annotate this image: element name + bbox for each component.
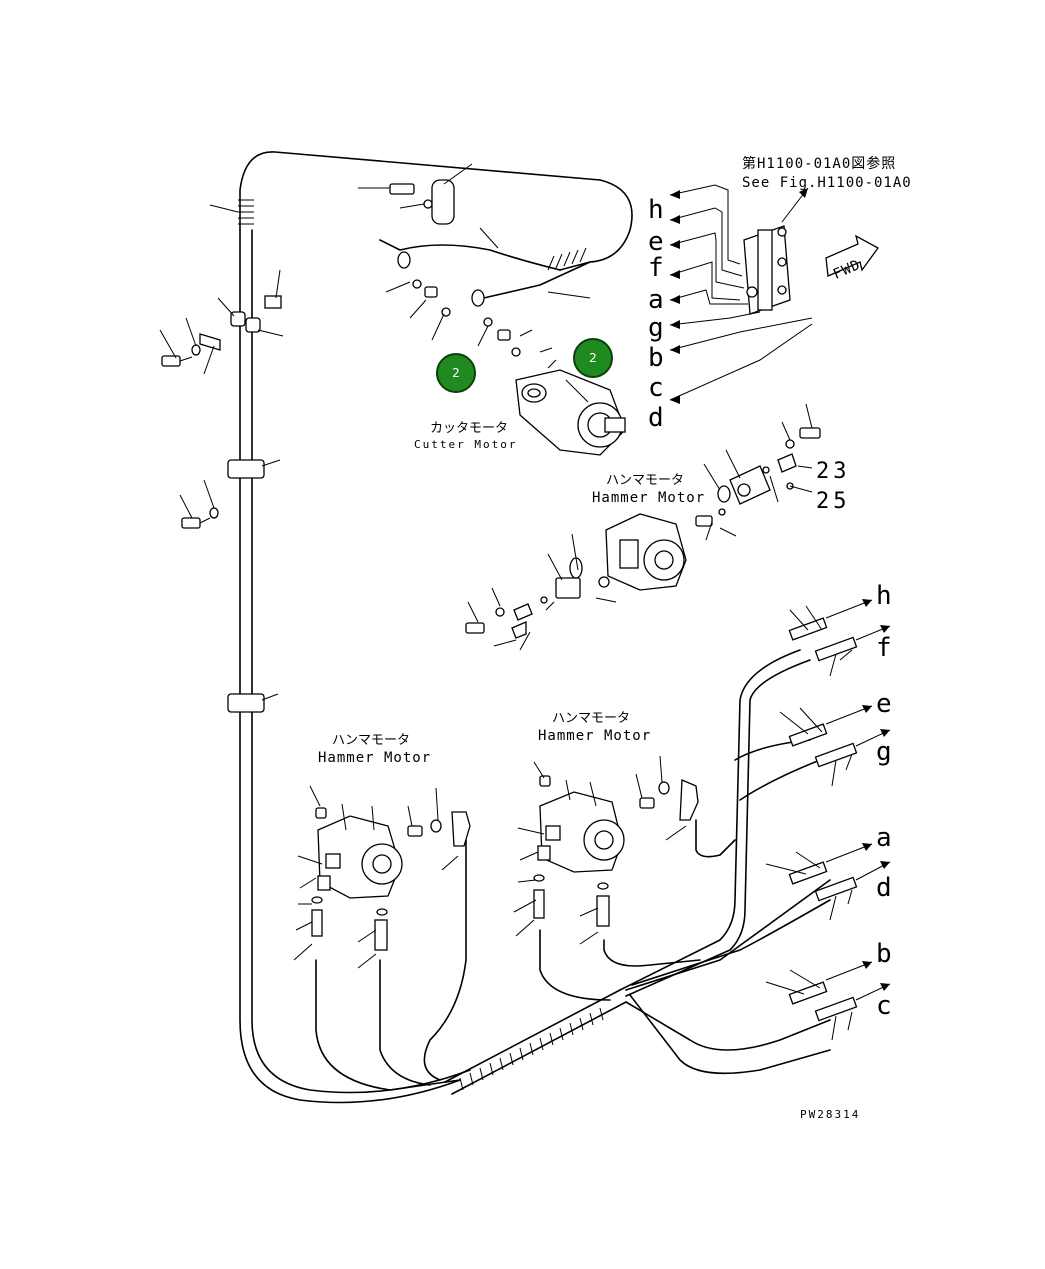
port-letter: f [648,253,664,283]
port-letter: g [876,737,892,767]
hammer-motor-upper-label-ja: ハンマモータ [606,473,684,488]
port-letter: h [648,195,664,225]
hammer-motor-left-label-en: Hammer Motor [318,750,431,766]
top-clamp [358,163,473,225]
hose-end-fittings [765,599,891,1041]
badge-circle[interactable] [573,338,613,378]
hammer-motor-left [293,785,471,969]
corrugated-sleeve [238,199,604,1091]
callout-badge-right[interactable]: 2 [573,338,613,378]
hammer-motor-mid-label-en: Hammer Motor [538,728,651,744]
reference-label-ja: 第H1100-01A0図参照 [742,155,896,172]
hammer-motor-left-label-ja: ハンマモータ [332,733,410,748]
port-letter: a [648,285,664,315]
control-valve [669,184,879,404]
badge-circle[interactable] [436,353,476,393]
port-letter: c [876,991,892,1021]
callout-badge-left[interactable]: 2 [436,353,476,393]
port-letter: c [648,373,664,403]
cutter-motor-label-ja: カッタモータ [430,421,508,436]
cutter-motor [385,227,626,456]
hammer-motor-mid [513,755,699,945]
port-letter: h [876,581,892,611]
main-hose-routes [239,151,831,1104]
hammer-motor-upper-label-en: Hammer Motor [592,490,705,506]
hammer-motor-upper [465,403,821,651]
cutter-motor-label-en: Cutter Motor [414,438,517,451]
reference-label-en: See Fig.H1100-01A0 [742,175,912,191]
port-letters-top: h e f a g b c d [648,195,664,433]
badge-number: 2 [589,351,597,365]
pipe-clamps [159,204,284,713]
port-letter: b [876,939,892,969]
part-number-23: 23 [816,459,851,484]
port-letter: e [876,689,892,719]
badge-number: 2 [452,366,460,380]
port-letter: a [876,823,892,853]
port-letter: e [648,227,664,257]
port-letter: b [648,343,664,373]
port-letter: g [648,313,664,343]
port-letter: f [876,633,892,663]
port-letters-bottom: h f e g a d b c [876,581,892,1021]
port-letter: d [876,873,892,903]
hammer-motor-mid-label-ja: ハンマモータ [552,711,630,726]
part-number-25: 25 [816,489,851,514]
drawing-code: PW28314 [800,1108,860,1121]
port-letter: d [648,403,664,433]
